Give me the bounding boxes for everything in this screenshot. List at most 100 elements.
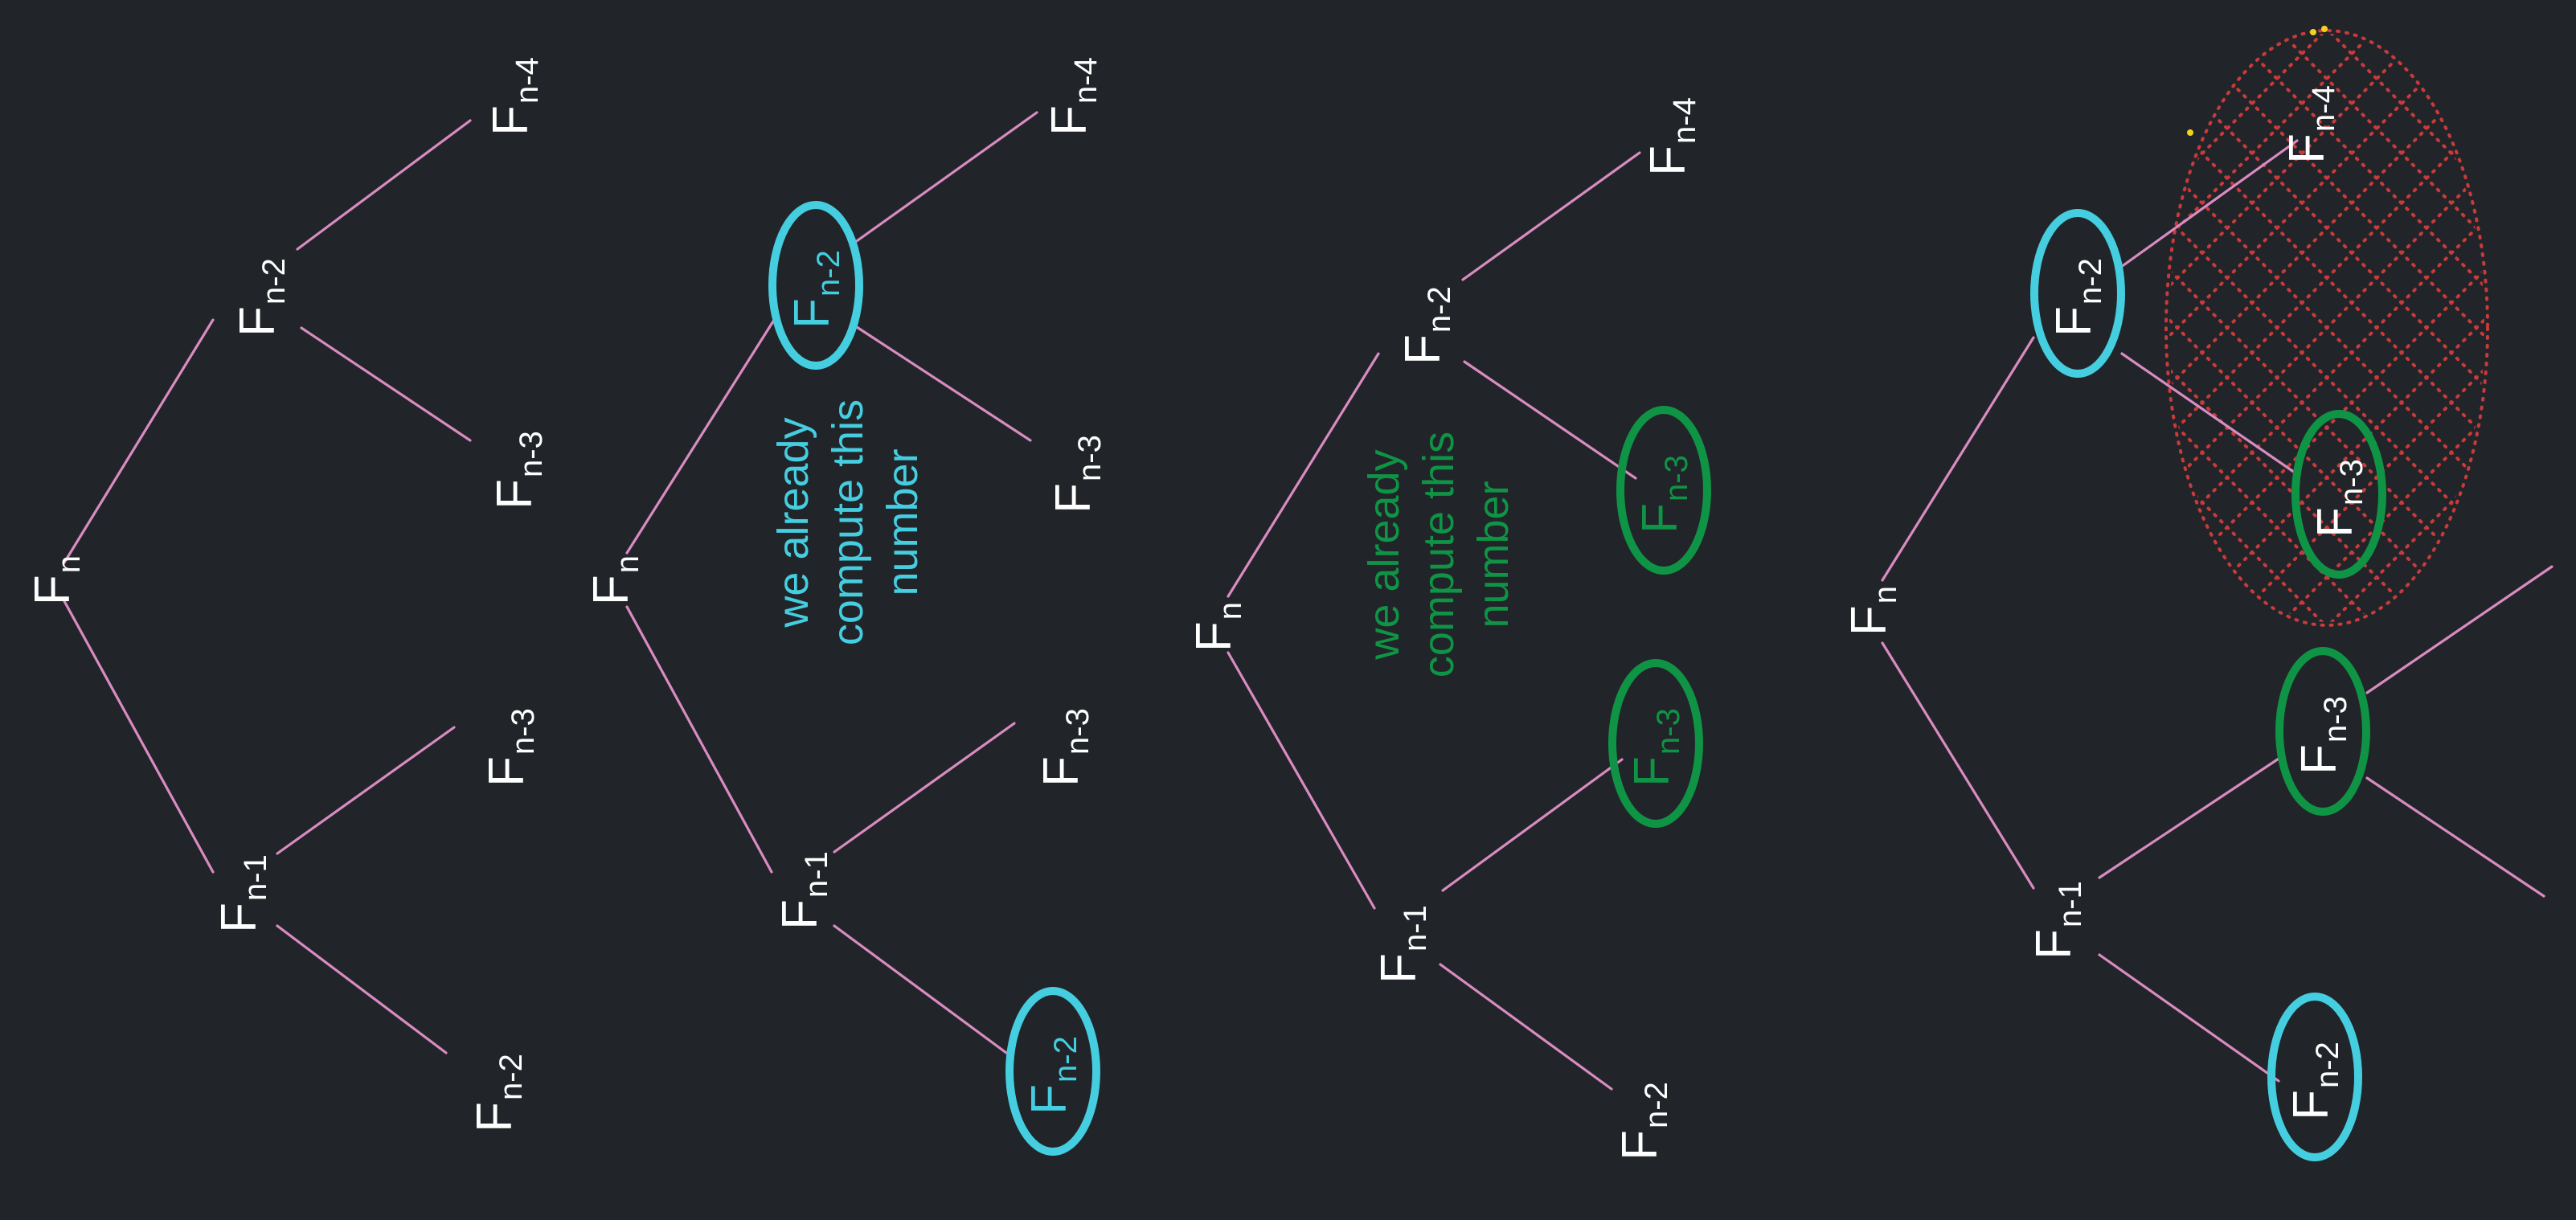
node-tt-subscript: n-4 [2306,85,2341,132]
node-tb-subscript: n-3 [514,431,549,477]
node-root-base: F [584,575,639,605]
node-bb-subscript: n-2 [2310,1042,2345,1088]
node-bt-text: Fn-3 [2291,696,2353,775]
node-top-subscript: n-2 [1422,286,1457,333]
highlight-ring-cyan [2030,209,2125,378]
node-bt-base: F [1034,756,1089,787]
trees-layer: FnFn-2Fn-1Fn-4Fn-3Fn-3Fn-2FnFn-2Fn-1Fn-4… [25,57,2553,1161]
node-bt-subscript: n-3 [1651,708,1686,755]
node-bt-subscript: n-3 [2318,696,2353,743]
node-bottom-subscript: n-1 [2053,881,2088,927]
tree-edge-4 [1463,360,1637,480]
node-root-subscript: n [1213,602,1248,620]
node-top-base: F [230,306,285,337]
tree-edge-3 [296,119,472,251]
highlight-ring-green [2291,410,2386,579]
node-root-text: Fn [25,555,86,605]
tree-panel-1-edges [63,119,472,1054]
node-bb-base: F [2283,1090,2339,1120]
node-top-subscript: n-2 [256,258,292,305]
node-root-base: F [1186,621,1242,652]
node-bt: Fn-3 [2291,696,2353,775]
node-bt-text: Fn-3 [1034,708,1095,787]
mesh-stroke [2169,34,2484,622]
node-top-text: Fn-2 [2046,258,2107,337]
node-bottom-base: F [211,903,267,933]
tree-edge-1 [63,318,215,564]
node-tt: Fn-4 [2279,85,2341,164]
node-top-subscript: n-2 [811,250,846,297]
node-bt-subscript: n-3 [1060,708,1096,755]
node-bt-text: Fn-3 [1624,708,1685,787]
node-bb: Fn-2 [1022,1036,1083,1115]
node-bb-base: F [467,1102,522,1132]
node-bb-base: F [1612,1130,1668,1161]
node-root-subscript: n [51,555,87,573]
tree-edge-5 [2098,755,2283,879]
node-tt-text: Fn-4 [2279,85,2341,164]
tree-edge-6 [2098,953,2280,1083]
node-tt-base: F [2279,133,2335,164]
note-line-1: we already [769,417,817,628]
mesh-stroke [2169,34,2484,622]
node-root: Fn [25,555,86,605]
node-tb-text: Fn-3 [1632,455,1693,534]
node-bb: Fn-2 [467,1054,528,1132]
tree-edge-3 [1461,151,1641,281]
highlight-ring-green [2275,647,2370,816]
node-bottom: Fn-1 [1371,905,1432,984]
highlight-ring-cyan [768,201,863,370]
node-bottom-base: F [2026,929,2082,960]
node-tt-subscript: n-4 [1068,57,1104,104]
node-bottom-base: F [1371,953,1427,984]
node-top-base: F [1395,334,1451,365]
node-bt-subscript: n-3 [506,708,541,755]
node-bottom: Fn-1 [211,854,272,933]
node-bt-text: Fn-3 [479,708,540,787]
node-tt-text: Fn-4 [1042,57,1103,136]
node-tb: Fn-3 [2308,459,2369,538]
node-bt: Fn-3 [1034,708,1095,787]
node-top-base: F [2046,306,2102,337]
tree-edge-2 [625,605,773,874]
node-root-text: Fn [1186,602,1247,652]
mesh-stroke [2169,34,2484,622]
spark-dot [2187,129,2193,136]
node-bottom-text: Fn-1 [772,851,833,930]
note-line-3: number [1469,481,1517,628]
node-bt-base: F [2291,744,2347,775]
node-tt-subscript: n-4 [510,57,545,104]
highlight-ring-green [1608,659,1703,828]
node-root: Fn [1841,586,1902,636]
mesh-stroke [2169,34,2484,622]
node-tb: Fn-3 [1632,455,1693,534]
spark-dot [2321,26,2328,32]
tree-edge-extra-2 [2365,776,2545,898]
node-top-subscript: n-2 [2073,258,2108,305]
node-tb-subscript: n-3 [2334,459,2369,506]
tree-edge-6 [276,924,448,1054]
highlight-ring-cyan [1005,987,1100,1156]
node-bottom: Fn-1 [2026,881,2087,960]
node-tb-subscript: n-3 [1072,435,1108,481]
note-line-2: compute this [824,399,872,645]
node-tb-base: F [1046,483,1101,514]
node-root-subscript: n [1868,586,1903,604]
node-root-base: F [1841,605,1897,636]
tree-edge-6 [1439,963,1613,1091]
node-tb: Fn-3 [487,431,548,510]
tree-panel-2-edges [625,111,1038,1054]
node-bb-subscript: n-2 [493,1054,529,1100]
node-tt-text: Fn-4 [1640,97,1702,176]
node-tb-text: Fn-3 [487,431,548,510]
node-root-base: F [25,575,80,605]
node-tb: Fn-3 [1046,435,1107,514]
node-top: Fn-2 [784,250,846,329]
node-top-text: Fn-2 [1395,286,1456,365]
